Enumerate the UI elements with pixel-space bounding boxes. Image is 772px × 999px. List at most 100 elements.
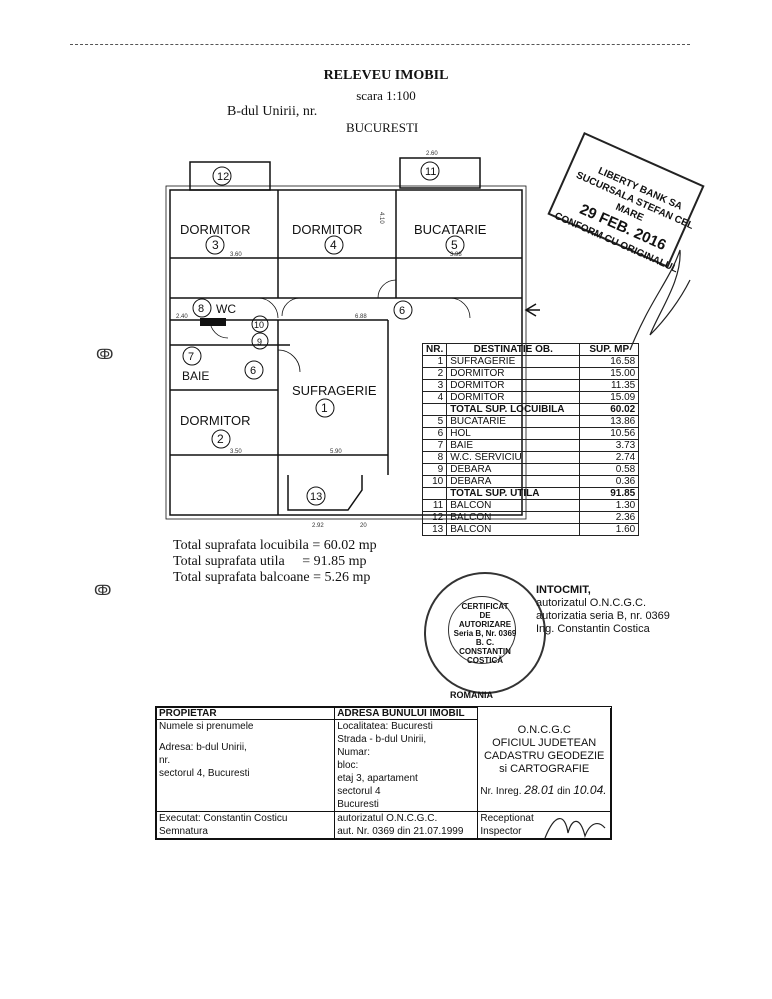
top-dashed-line [70,44,690,45]
margin-punch-mark-icon: ↂ [94,582,112,598]
row-area: 0.58 [579,463,640,476]
row-area: 3.73 [579,439,640,452]
row-area: 0.36 [579,475,640,488]
dim-sufragerie: 5.90 [330,449,342,455]
cadastre-seal-text: CERTIFICAT DE AUTORIZARE Seria B, Nr. 03… [453,602,517,665]
room-num-8: 8 [198,303,204,315]
form-address-header: ADRESA BUNULUI IMOBIL [334,707,479,720]
room-num-1: 1 [321,401,328,415]
row-destination: BALCON [446,511,581,524]
form-owner-header: PROPIETAR [155,707,336,720]
row-nr: 10 [421,475,448,488]
total-balcoane: Total suprafata balcoane = 5.26 mp [173,570,371,585]
floor-plan: DORMITOR 3 DORMITOR 4 BUCATARIE 5 WC 8 B… [150,150,565,535]
room-num-5: 5 [451,238,458,252]
row-area: 91.85 [579,487,640,500]
margin-punch-mark-icon: ↂ [96,346,114,362]
room-num-7: 7 [188,351,194,363]
room-label-wc: WC [216,302,236,316]
dim-bottom-balcony: 2.92 [312,523,324,529]
row-nr: 7 [421,439,448,452]
dim-dormitor-2: 3.50 [230,449,242,455]
row-destination: DEBARA [446,463,581,476]
row-destination: SUFRAGERIE [446,355,581,368]
room-num-3: 3 [212,238,219,252]
city-label: BUCURESTI [346,120,419,135]
row-nr: 9 [421,463,448,476]
row-area: 60.02 [579,403,640,416]
row-area: 2.74 [579,451,640,464]
registration-number: Nr. Inreg. 28.01 din 10.04. [480,782,607,797]
row-nr: 8 [421,451,448,464]
dim-bucatarie: 3.98 [450,252,462,258]
marker-11: 11 [425,166,436,178]
marker-6-baie: 6 [250,365,256,377]
row-area: 1.30 [579,499,640,512]
dim-dormitor-3: 3.60 [230,252,242,258]
inspector-signature [544,818,606,839]
form-received-cell: Receptionat Inspector [477,811,611,839]
form-authorized-cell: autorizatul O.N.C.G.C. aut. Nr. 0369 din… [334,811,479,839]
room-label-sufragerie: SUFRAGERIE [292,383,377,398]
row-nr: 12 [421,511,448,524]
address-label: B-dul Unirii, nr. [227,104,318,119]
room-label-dormitor-2: DORMITOR [180,413,251,428]
marker-9: 9 [257,337,262,347]
room-num-2: 2 [217,432,224,446]
form-owner-cell: Numele si prenumele Adresa: b-dul Unirii… [155,719,336,812]
row-nr: 1 [421,355,448,368]
row-destination: BALCON [446,499,581,512]
area-table-header-nr: NR. [421,343,448,356]
row-area: 1.60 [579,523,640,536]
row-area: 10.56 [579,427,640,440]
form-address-cell: Localitatea: Bucuresti Strada - b-dul Un… [334,719,479,812]
row-destination: TOTAL SUP. UTILA [446,487,581,500]
dim-top-balcony: 2.60 [426,151,438,157]
row-area: 15.00 [579,367,640,380]
row-area: 2.36 [579,511,640,524]
row-area: 13.86 [579,415,640,428]
row-destination: DORMITOR [446,391,581,404]
cadastre-seal [424,572,546,694]
marker-13: 13 [310,491,322,503]
row-destination: BALCON [446,523,581,536]
row-destination: HOL [446,427,581,440]
marker-12: 12 [217,171,229,183]
row-nr: 3 [421,379,448,392]
area-table-header-dest: DESTINATIE OB. [446,343,581,356]
seal-bottom-text: ROMANIA [450,690,493,700]
totals-block: Total suprafata locuibila = 60.02 mp Tot… [173,538,377,586]
cadastre-seal-inner [448,596,516,664]
dim-dormitor-4-height: 4.10 [378,212,384,224]
row-destination: DORMITOR [446,367,581,380]
row-destination: W.C. SERVICIU [446,451,581,464]
marker-6-hall: 6 [399,305,405,317]
room-label-bucatarie: BUCATARIE [414,222,487,237]
form-executed-cell: Executat: Constantin Costicu Semnatura [155,811,336,839]
room-label-dormitor-3: DORMITOR [180,222,251,237]
room-num-4: 4 [330,238,337,252]
row-destination: DORMITOR [446,379,581,392]
row-nr: 11 [421,499,448,512]
row-area: 15.09 [579,391,640,404]
dim-hall: 6.88 [355,314,367,320]
row-nr: 5 [421,415,448,428]
room-label-dormitor-4: DORMITOR [292,222,363,237]
signature-scribble [629,249,691,351]
dim-wc: 2.40 [176,314,188,320]
registration-form: PROPIETAR ADRESA BUNULUI IMOBIL O.N.C.G.… [155,706,612,840]
room-label-baie: BAIE [182,369,209,383]
row-destination: DEBARA [446,475,581,488]
